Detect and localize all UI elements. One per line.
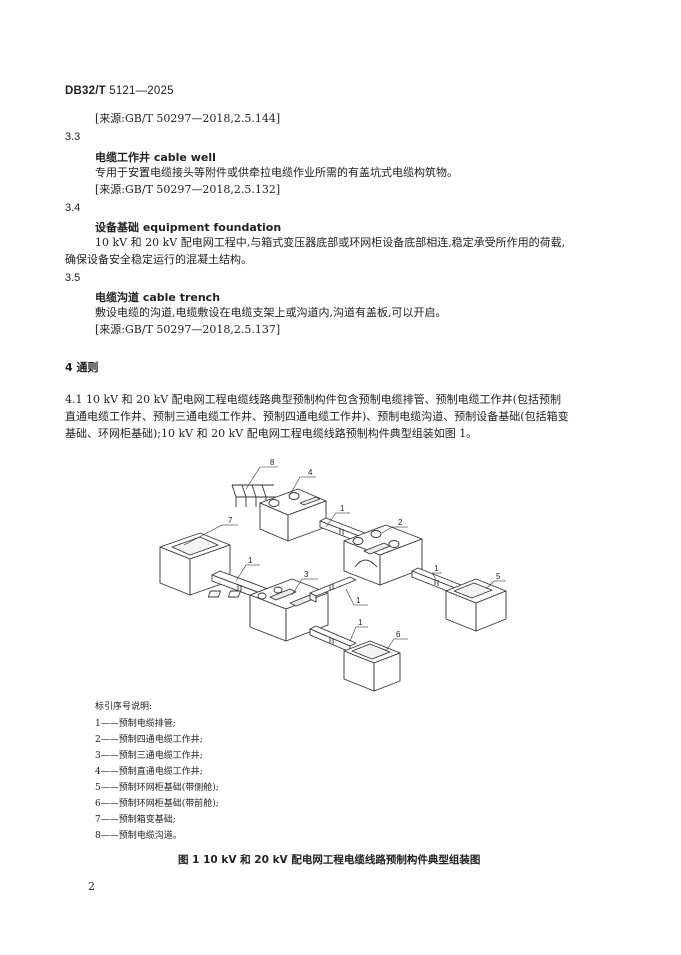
clause-number-3-5: 3.5 [65, 272, 81, 284]
source-ref-3: [来源:GB/T 50297—2018,2.5.137] [95, 323, 281, 336]
callout-7: 7 [228, 516, 233, 525]
callout-2: 2 [398, 518, 403, 527]
callout-1-a: 1 [340, 504, 345, 513]
ring-main-foundation-front-cabin [343, 640, 401, 692]
legend-item-7: 7——预制箱变基础; [95, 815, 176, 825]
callout-4: 4 [308, 468, 313, 477]
term-cable-trench: 电缆沟道 cable trench [95, 291, 221, 304]
legend-title: 标引序号说明: [95, 702, 153, 712]
clause-number-3-4: 3.4 [65, 202, 81, 214]
paragraph-4-1-line1: 4.1 10 kV 和 20 kV 配电网工程电缆线路典型预制构件包含预制电缆排… [65, 393, 561, 406]
paragraph-4-1-line2: 直通电缆工作井、预制三通电缆工作井、预制四通电缆工作井)、预制电缆沟道、预制设备… [65, 410, 569, 423]
document-header: DB32/T 5121—2025 [65, 85, 174, 97]
legend-item-2: 2——预制四通电缆工作井; [95, 735, 203, 745]
assembly-figure: 8 4 1 2 7 1 3 1 1 1 6 5 [159, 458, 507, 692]
section-title-general: 4 通则 [65, 361, 99, 374]
callout-1-e: 1 [358, 618, 363, 627]
callout-1-b: 1 [248, 556, 253, 565]
cable-duct-3-2 [309, 576, 357, 603]
box-transformer-foundation [159, 532, 231, 596]
legend-item-4: 4——预制直通电缆工作井; [95, 767, 203, 777]
standard-prefix: DB32/T [65, 85, 106, 97]
term-equipment-foundation: 设备基础 equipment foundation [95, 221, 282, 234]
definition-equipment-foundation-line1: 10 kV 和 20 kV 配电网工程中,与箱式变压器底部或环网柜设备底部相连,… [95, 236, 566, 249]
callout-6: 6 [396, 630, 401, 639]
definition-equipment-foundation-line2: 确保设备安全稳定运行的混凝土结构。 [65, 253, 252, 266]
callout-3: 3 [304, 570, 309, 579]
paragraph-4-1-line3: 基础、环网柜基础);10 kV 和 20 kV 配电网工程电缆线路预制构件典型组… [65, 427, 478, 440]
legend-item-5: 5——预制环网柜基础(带侧舱); [95, 783, 219, 793]
callout-8: 8 [270, 458, 275, 467]
legend-item-3: 3——预制三通电缆工作井; [95, 751, 203, 761]
legend-item-1: 1——预制电缆排管; [95, 719, 176, 729]
callout-5: 5 [496, 572, 501, 581]
source-ref-1: [来源:GB/T 50297—2018,2.5.144] [95, 112, 281, 125]
page-number: 2 [88, 880, 95, 893]
ring-main-foundation-side-cabin [445, 578, 507, 632]
cable-duct-3-6 [309, 625, 357, 653]
standard-number: 5121—2025 [105, 85, 174, 97]
legend-item-6: 6——预制环网柜基础(带前舱); [95, 799, 219, 809]
figure-caption: 图 1 10 kV 和 20 kV 配电网工程电缆线路预制构件典型组装图 [178, 854, 481, 866]
callout-1-c: 1 [356, 596, 361, 605]
definition-cable-well: 专用于安置电缆接头等附件或供牵拉电缆作业所需的有盖坑式电缆构筑物。 [95, 166, 458, 179]
four-way-cable-well [343, 524, 423, 586]
term-cable-well: 电缆工作井 cable well [95, 151, 216, 164]
source-ref-2: [来源:GB/T 50297—2018,2.5.132] [95, 183, 281, 196]
callout-1-d: 1 [434, 564, 439, 573]
definition-cable-trench: 敷设电缆的沟道,电缆敷设在电缆支架上或沟道内,沟道有盖板,可以开启。 [95, 306, 447, 319]
legend-item-8: 8——预制电缆沟道。 [95, 831, 182, 841]
clause-number-3-3: 3.3 [65, 131, 81, 143]
